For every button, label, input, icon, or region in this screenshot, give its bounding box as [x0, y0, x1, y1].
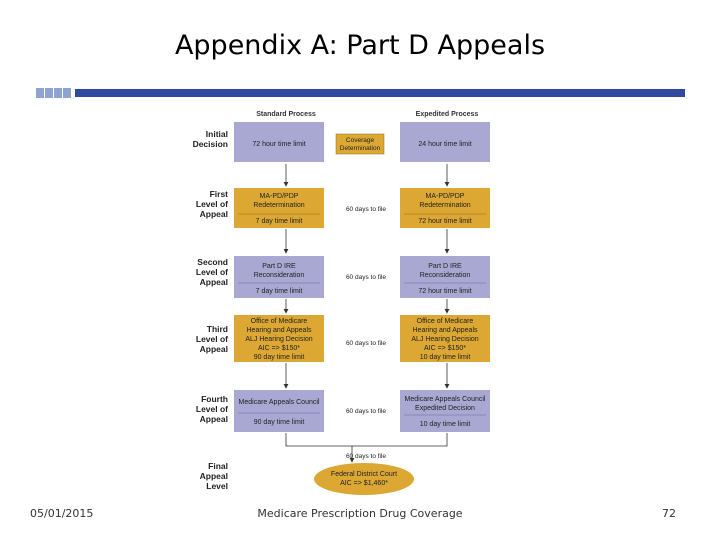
level-label-line: Level: [206, 481, 228, 491]
coverage-determination-box: [335, 133, 385, 155]
expedited-second-limit: 72 hour time limit: [418, 288, 471, 295]
standard-first-text: MA-PD/PDP: [260, 193, 299, 200]
standard-third-box: [234, 315, 324, 362]
rule-square: [54, 88, 62, 98]
expedited-second-text: Reconsideration: [420, 272, 471, 279]
rule-square: [45, 88, 53, 98]
expedited-initial-box: [400, 122, 490, 162]
title-rule-squares: [36, 88, 71, 98]
standard-third-text: 90 day time limit: [254, 354, 305, 361]
level-label-line: Initial: [206, 129, 228, 139]
level-label-line: Appeal: [200, 414, 228, 424]
final-box-text: Federal District Court: [331, 471, 397, 478]
expedited-third-text: 10 day time limit: [420, 354, 471, 361]
days-to-file-label: 60 days to file: [346, 408, 386, 415]
expedited-process-header: Expedited Process: [416, 111, 479, 118]
expedited-first-text: Redetermination: [419, 202, 470, 209]
flow-arrows: [283, 164, 450, 463]
standard-first-limit: 7 day time limit: [256, 218, 303, 225]
arrow: [352, 433, 448, 447]
expedited-third-text: Hearing and Appeals: [413, 327, 478, 334]
standard-fourth-box: [234, 390, 324, 432]
standard-second-limit: 7 day time limit: [256, 288, 303, 295]
expedited-initial-text: 24 hour time limit: [418, 141, 471, 148]
standard-third-text: Hearing and Appeals: [247, 327, 312, 334]
level-label-line: Decision: [193, 139, 228, 149]
level-label-first: First Level of Appeal: [196, 189, 228, 219]
level-label-line: Level of: [196, 199, 228, 209]
level-label-final: Final Appeal Level: [200, 461, 228, 491]
standard-fourth-text: Medicare Appeals Council: [239, 399, 320, 406]
expedited-first-box: [400, 188, 490, 228]
days-to-file-label: 60 days to file: [346, 453, 386, 460]
expedited-first-text: MA-PD/PDP: [426, 193, 465, 200]
standard-fourth-limit: 90 day time limit: [254, 419, 305, 426]
level-label-line: Appeal: [200, 344, 228, 354]
expedited-fourth-limit: 10 day time limit: [420, 421, 471, 428]
expedited-first-limit: 72 hour time limit: [418, 218, 471, 225]
level-label-initial: Initial Decision: [193, 129, 228, 149]
expedited-third-text: Office of Medicare: [417, 318, 474, 325]
level-label-second: Second Level of Appeal: [196, 257, 228, 287]
level-label-line: Second: [197, 257, 228, 267]
footer-title: Medicare Prescription Drug Coverage: [257, 507, 463, 520]
expedited-fourth-text: Medicare Appeals Council: [405, 396, 486, 403]
title-rule: [75, 89, 685, 97]
footer-date: 05/01/2015: [30, 507, 94, 520]
standard-first-box: [234, 188, 324, 228]
expedited-third-text: ALJ Hearing Decision: [411, 336, 478, 343]
days-to-file-label: 60 days to file: [346, 206, 386, 213]
level-label-line: Level of: [196, 334, 228, 344]
standard-initial-text: 72 hour time limit: [252, 141, 305, 148]
standard-process-header: Standard Process: [256, 111, 316, 118]
standard-third-text: AIC => $150*: [258, 345, 300, 352]
expedited-third-text: AIC => $150*: [424, 345, 466, 352]
days-to-file-label: 60 days to file: [346, 274, 386, 281]
coverage-determination-text: Coverage: [346, 137, 375, 144]
level-label-line: Level of: [196, 267, 228, 277]
arrow: [285, 433, 355, 463]
level-label-line: Final: [208, 461, 228, 471]
federal-district-court-oval: [314, 463, 414, 495]
expedited-third-box: [400, 315, 490, 362]
expedited-second-text: Part D IRE: [428, 263, 462, 270]
level-label-line: Appeal: [200, 471, 228, 481]
final-box-text: AIC => $1,460*: [340, 480, 388, 487]
standard-second-text: Part D IRE: [262, 263, 296, 270]
level-label-line: Appeal: [200, 277, 228, 287]
level-label-line: Appeal: [200, 209, 228, 219]
expedited-fourth-box: [400, 390, 490, 432]
standard-first-text: Redetermination: [253, 202, 304, 209]
level-label-line: First: [210, 189, 229, 199]
level-label-line: Fourth: [201, 394, 228, 404]
level-label-third: Third Level of Appeal: [196, 324, 228, 354]
coverage-determination-text: Determination: [340, 145, 381, 152]
standard-third-text: Office of Medicare: [251, 318, 308, 325]
standard-second-text: Reconsideration: [254, 272, 305, 279]
days-to-file-label: 60 days to file: [346, 340, 386, 347]
standard-second-box: [234, 256, 324, 298]
page-number: 72: [662, 507, 676, 520]
rule-square: [36, 88, 44, 98]
standard-initial-box: [234, 122, 324, 162]
expedited-fourth-text: Expedited Decision: [415, 405, 475, 412]
level-label-line: Level of: [196, 404, 228, 414]
standard-third-text: ALJ Hearing Decision: [245, 336, 312, 343]
rule-square: [63, 88, 71, 98]
slide-title: Appendix A: Part D Appeals: [174, 30, 546, 61]
level-label-fourth: Fourth Level of Appeal: [196, 394, 228, 424]
level-label-line: Third: [207, 324, 228, 334]
expedited-second-box: [400, 256, 490, 298]
